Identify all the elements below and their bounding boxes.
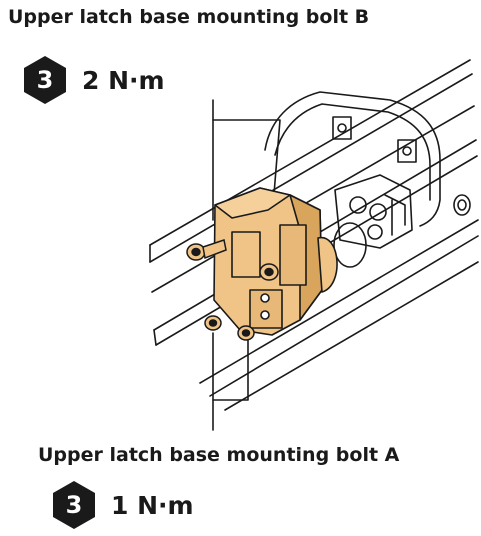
- bolt-b-title: Upper latch base mounting bolt B: [8, 6, 370, 28]
- rail-line-3: [151, 105, 475, 293]
- rear-latch-part: [334, 174, 413, 249]
- bolt-b-center: [259, 263, 279, 281]
- step-badge-b: 3: [20, 55, 70, 105]
- post-left: [332, 116, 352, 140]
- rear-roller: [333, 222, 367, 268]
- bolt-a-title: Upper latch base mounting bolt A: [38, 444, 400, 466]
- latch-block-1: [231, 231, 261, 278]
- rail-line-2: [149, 73, 473, 263]
- rail-outer-bottom: [224, 261, 479, 411]
- latch-base-top: [214, 187, 291, 219]
- bolt-a-left: [204, 315, 222, 331]
- rail-hole: [453, 194, 471, 216]
- leader-a: [212, 332, 249, 401]
- step-badge-a: 3: [49, 480, 99, 530]
- bolt-a-torque-value: 1 N·m: [111, 490, 194, 520]
- latch-roller: [317, 236, 338, 293]
- rail-line-6: [199, 219, 479, 384]
- bolt-b-torque-value: 2 N·m: [82, 65, 165, 95]
- bolt-a-torque-spec: 3 1 N·m: [49, 480, 194, 530]
- rail-end-cap: [149, 244, 157, 346]
- rail-line-7: [209, 235, 479, 397]
- bolt-b-left: [186, 239, 227, 261]
- bracket-frame-inner: [274, 103, 431, 201]
- step-badge-a-number: 3: [65, 491, 83, 519]
- step-badge-b-number: 3: [36, 66, 54, 94]
- bracket-frame: [264, 91, 441, 227]
- rail-outer-top: [149, 59, 471, 246]
- hexagon-icon: [53, 481, 95, 529]
- hexagon-icon: [24, 56, 66, 104]
- bolt-a-right: [237, 325, 255, 341]
- latch-block-2: [279, 224, 307, 286]
- bolt-b-torque-spec: 3 2 N·m: [20, 55, 165, 105]
- post-right: [397, 139, 417, 163]
